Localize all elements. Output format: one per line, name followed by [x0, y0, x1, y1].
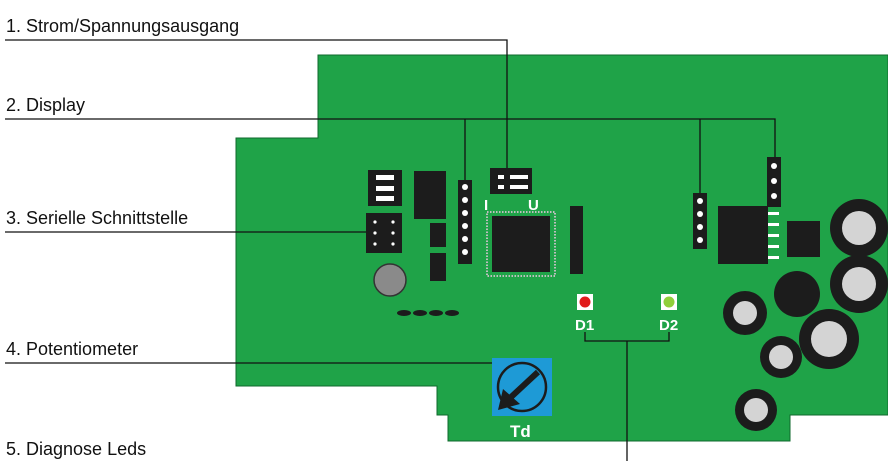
led-d1 — [577, 294, 593, 310]
display-header-far-right — [767, 157, 781, 207]
leader-line-1 — [5, 39, 508, 168]
current-voltage-jumper — [490, 168, 532, 194]
jumper-label-i: I — [484, 197, 488, 214]
label-current-voltage-output: 1. Strom/Spannungsausgang — [6, 16, 239, 36]
leader-line-2 — [5, 118, 776, 157]
component-bar — [570, 206, 583, 274]
component-block-c — [430, 253, 446, 281]
label-serial-interface: 3. Serielle Schnittstelle — [6, 208, 188, 228]
led-d2-label: D2 — [659, 317, 678, 334]
serial-header-lower — [366, 213, 402, 253]
component-block-a — [414, 171, 446, 219]
potentiometer-label: Td — [510, 422, 531, 441]
led-d1-label: D1 — [575, 317, 594, 334]
led-d2 — [661, 294, 677, 310]
serial-header-upper — [368, 170, 402, 206]
smd-dots — [397, 310, 459, 316]
power-ic — [718, 206, 779, 264]
terminal-circles — [723, 199, 888, 431]
pcb-board — [235, 54, 888, 442]
component-block-b — [430, 223, 446, 247]
label-display: 2. Display — [6, 95, 85, 115]
potentiometer — [492, 358, 552, 416]
component-square — [787, 221, 820, 257]
microcontroller-chip — [486, 211, 556, 277]
grey-capacitor — [373, 263, 407, 297]
label-potentiometer: 4. Potentiometer — [6, 339, 138, 359]
jumper-label-u: U — [528, 197, 539, 214]
leader-lines — [5, 39, 776, 461]
label-diagnostic-leds: 5. Diagnose Leds — [6, 439, 146, 459]
display-header-left — [458, 180, 472, 264]
display-header-right — [693, 193, 707, 249]
